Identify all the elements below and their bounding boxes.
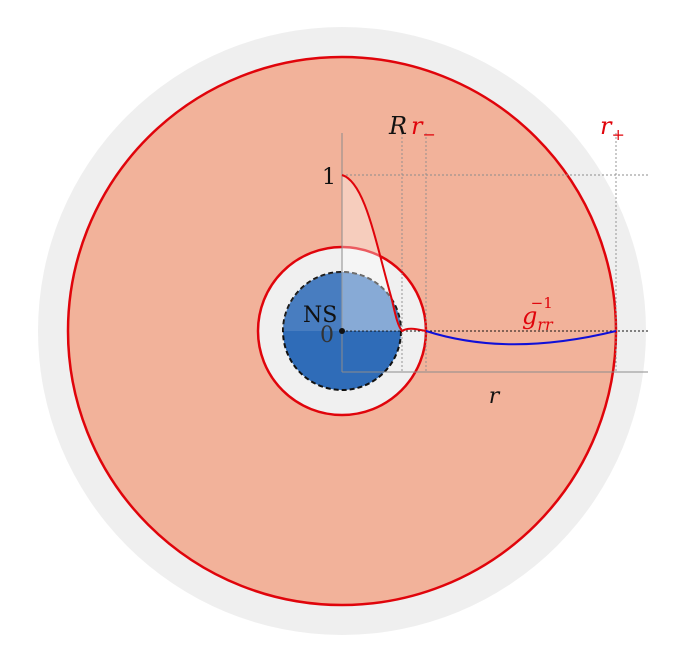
label-one: 1: [322, 165, 336, 190]
curve-shaded-area: [342, 175, 402, 331]
label-g-rr-inverse: grr−1: [522, 294, 554, 334]
label-r-plus: r+: [600, 112, 625, 144]
label-zero: 0: [320, 323, 334, 348]
label-r-minus: r−: [411, 112, 436, 144]
origin-dot: [339, 328, 345, 334]
label-ns: NS: [303, 303, 337, 328]
red-curve: [341, 174, 427, 333]
label-r-axis: r: [489, 384, 501, 409]
blue-curve: [425, 330, 617, 346]
label-R: R: [388, 112, 407, 140]
ns-upper-highlight: [283, 272, 401, 331]
